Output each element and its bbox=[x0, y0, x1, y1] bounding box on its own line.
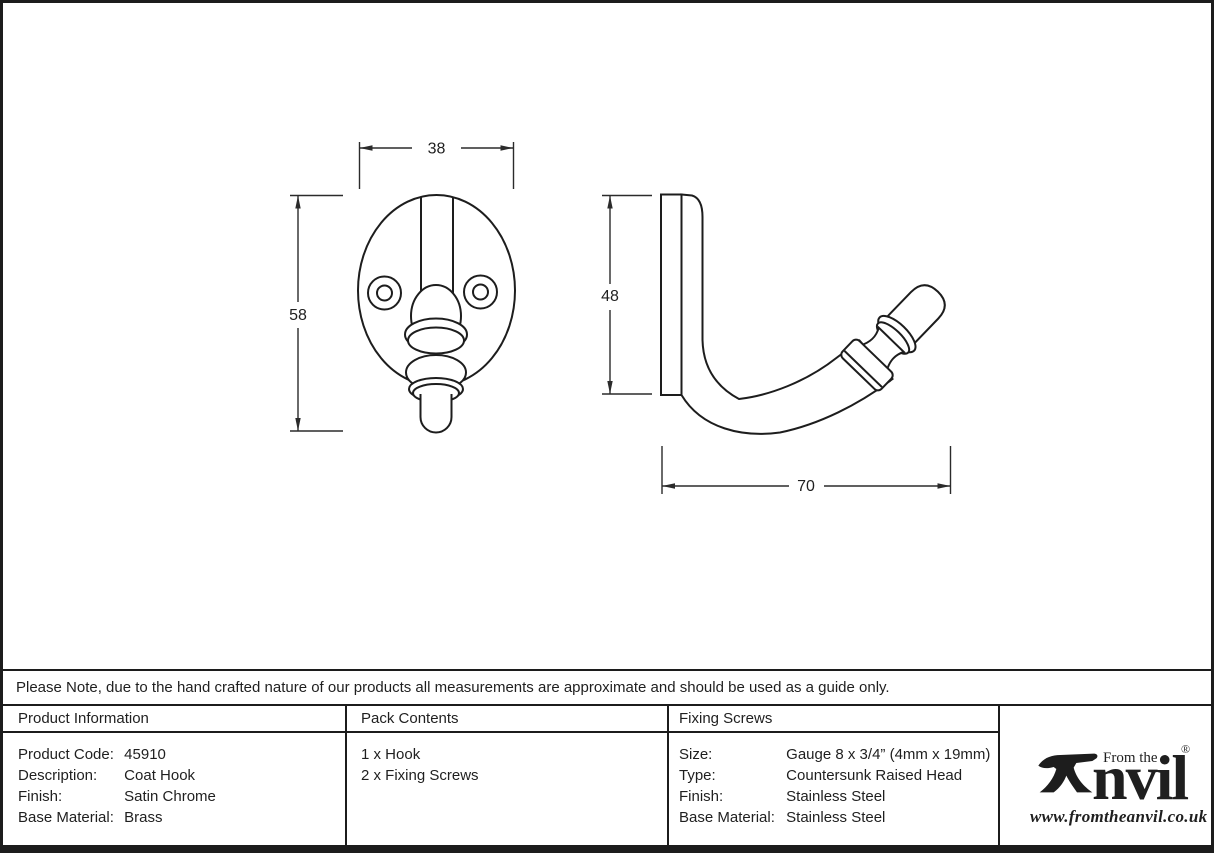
row-label: Size: bbox=[679, 746, 713, 763]
side-finial-neck bbox=[858, 325, 906, 374]
dim-side-height: 48 bbox=[601, 194, 652, 395]
row-label: Product Code: bbox=[18, 746, 114, 763]
list-item: 2 x Fixing Screws bbox=[361, 767, 479, 784]
brand-logo-cell: From the ♦ nvil ® www.fromtheanvil.co.uk bbox=[1000, 706, 1211, 845]
side-view bbox=[660, 193, 946, 435]
brand-website: www.fromtheanvil.co.uk bbox=[1030, 807, 1208, 826]
dim-side-depth-label: 70 bbox=[797, 478, 815, 495]
screw-base-material-value: Stainless Steel bbox=[786, 809, 886, 826]
dimensions: 38 58 48 bbox=[289, 141, 952, 495]
front-view bbox=[357, 194, 516, 434]
dim-side-height-label: 48 bbox=[601, 288, 619, 305]
screw-hole-right-outer bbox=[463, 274, 498, 310]
screw-hole-left-outer bbox=[367, 275, 402, 311]
dim-side-depth: 70 bbox=[661, 446, 952, 495]
brand-prefix-text: From the bbox=[1103, 750, 1158, 766]
table-row: Base Material: Stainless Steel bbox=[679, 807, 998, 828]
side-backplate bbox=[660, 193, 683, 396]
row-label: Type: bbox=[679, 767, 716, 784]
measurement-note: Please Note, due to the hand crafted nat… bbox=[3, 669, 1211, 704]
side-finial-collar bbox=[840, 338, 894, 392]
product-info-table: Product Information Product Code: 45910 … bbox=[3, 704, 1211, 850]
dim-front-width-label: 38 bbox=[428, 141, 446, 158]
brand-prefix: From the ♦ bbox=[1103, 750, 1169, 767]
side-finial-collar-line bbox=[843, 350, 883, 388]
table-row: Size: Gauge 8 x 3/4” (4mm x 19mm) bbox=[679, 744, 998, 765]
product-information-column: Product Information Product Code: 45910 … bbox=[3, 706, 347, 845]
finish-value: Satin Chrome bbox=[124, 788, 216, 805]
screw-hole-right-inner bbox=[472, 283, 489, 301]
table-row: Finish: Stainless Steel bbox=[679, 786, 998, 807]
side-hook-arm bbox=[680, 193, 894, 435]
anvil-icon bbox=[1038, 753, 1098, 793]
table-row: Finish: Satin Chrome bbox=[18, 786, 345, 807]
base-material-value: Brass bbox=[124, 809, 163, 826]
table-row: Type: Countersunk Raised Head bbox=[679, 765, 998, 786]
pack-contents-header: Pack Contents bbox=[347, 706, 667, 733]
fixing-screws-header: Fixing Screws bbox=[669, 706, 998, 733]
product-information-header: Product Information bbox=[3, 706, 345, 733]
diamond-icon: ♦ bbox=[1162, 751, 1169, 765]
brand-name-rest: nvil bbox=[1092, 742, 1189, 813]
screw-size-value: Gauge 8 x 3/4” (4mm x 19mm) bbox=[786, 746, 991, 763]
dim-front-width: 38 bbox=[358, 141, 515, 189]
measurement-note-text: Please Note, due to the hand crafted nat… bbox=[16, 679, 890, 696]
row-label: Description: bbox=[18, 767, 98, 784]
product-code-value: 45910 bbox=[124, 746, 166, 763]
side-finial bbox=[840, 284, 946, 392]
screw-finish-value: Stainless Steel bbox=[786, 788, 886, 805]
screw-hole-left-inner bbox=[376, 284, 393, 302]
dim-front-height-label: 58 bbox=[289, 307, 307, 324]
pack-contents-column: Pack Contents 1 x Hook 2 x Fixing Screws bbox=[347, 706, 669, 845]
row-label: Base Material: bbox=[18, 809, 114, 826]
dim-front-height: 58 bbox=[289, 194, 343, 432]
row-label: Finish: bbox=[679, 788, 724, 805]
from-the-anvil-logo: From the ♦ nvil ® www.fromtheanvil.co.uk bbox=[1000, 706, 1211, 845]
row-label: Base Material: bbox=[679, 809, 775, 826]
list-item: 1 x Hook bbox=[361, 746, 421, 763]
front-cup-rim bbox=[407, 326, 465, 355]
table-row: Product Code: 45910 bbox=[18, 744, 345, 765]
technical-drawing: 38 58 48 bbox=[289, 141, 952, 495]
front-tip bbox=[419, 394, 453, 434]
screw-type-value: Countersunk Raised Head bbox=[786, 767, 963, 784]
description-value: Coat Hook bbox=[124, 767, 196, 784]
registered-trademark-icon: ® bbox=[1181, 742, 1191, 756]
table-row: Base Material: Brass bbox=[18, 807, 345, 828]
table-row: Description: Coat Hook bbox=[18, 765, 345, 786]
row-label: Finish: bbox=[18, 788, 63, 805]
fixing-screws-column: Fixing Screws Size: Gauge 8 x 3/4” (4mm … bbox=[669, 706, 1000, 845]
